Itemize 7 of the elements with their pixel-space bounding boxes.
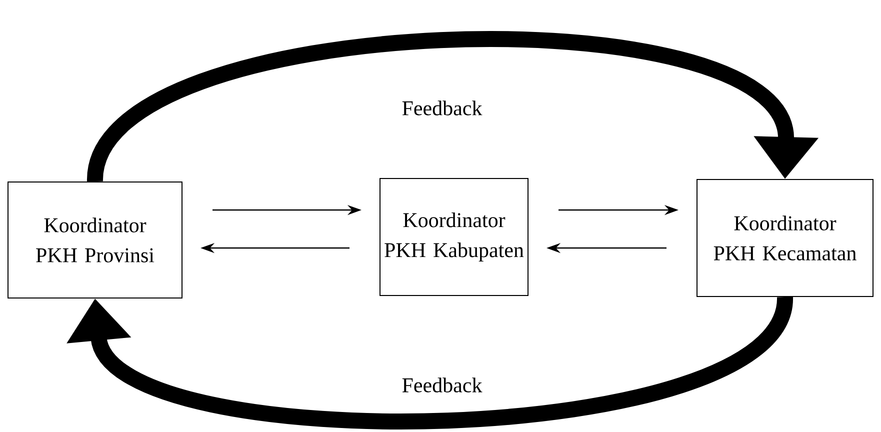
process-box: Koordinator PKH Kecamatan (696, 179, 874, 297)
process-box: Koordinator PKH Provinsi (8, 182, 182, 298)
edge-label: Feedback (400, 376, 484, 394)
curved-arrow (87, 32, 819, 184)
edge-label: Feedback (400, 98, 484, 118)
process-box: Koordinator PKH Kabupaten (380, 178, 528, 296)
curved-arrow (66, 294, 793, 429)
